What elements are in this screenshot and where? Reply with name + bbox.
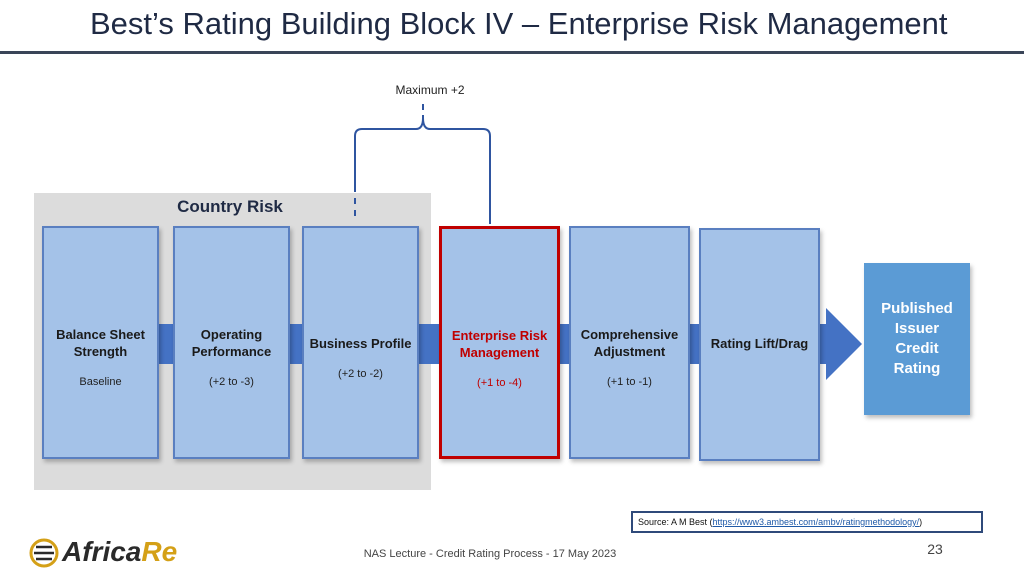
block-name: Rating Lift/Drag (710, 336, 809, 351)
block-operating-performance: Operating Performance (+2 to -3) (173, 226, 290, 459)
block-rating-lift-drag: Rating Lift/Drag (699, 228, 820, 461)
flow-arrow-head (826, 308, 862, 380)
logo-text: AfricaRe (62, 536, 177, 568)
block-comprehensive-adjustment: Comprehensive Adjustment (+1 to -1) (569, 226, 690, 459)
page-number: 23 (927, 541, 943, 557)
title-divider (0, 51, 1024, 54)
block-name: Enterprise Risk Management (451, 328, 548, 360)
published-issuer-credit-rating: Published Issuer Credit Rating (864, 263, 970, 415)
block-name: Balance Sheet Strength (56, 327, 145, 359)
block-range: (+1 to -1) (607, 376, 652, 388)
maximum-label: Maximum +2 (395, 83, 465, 97)
block-range: (+2 to -2) (338, 368, 383, 380)
maximum-brace (354, 117, 491, 224)
block-range: Baseline (79, 376, 122, 388)
logo-emblem-icon (29, 538, 59, 568)
source-suffix: ) (919, 517, 923, 527)
logo-text-accent: Re (141, 536, 178, 567)
slide-title: Best’s Rating Building Block IV – Enterp… (90, 6, 948, 41)
logo-text-main: Africa (62, 536, 142, 567)
footer-lecture: NAS Lecture - Credit Rating Process - 17… (363, 548, 617, 560)
block-range: (+2 to -3) (209, 376, 254, 388)
published-label: Published Issuer Credit Rating (881, 300, 953, 377)
block-name: Operating Performance (191, 327, 272, 359)
block-range: (+1 to -4) (477, 377, 522, 389)
source-prefix: Source: A M Best ( (638, 517, 713, 527)
block-name: Business Profile (309, 336, 412, 351)
africa-re-logo: AfricaRe (28, 533, 188, 573)
source-link[interactable]: https://www3.ambest.com/ambv/ratingmetho… (712, 517, 920, 527)
block-balance-sheet-strength: Balance Sheet Strength Baseline (42, 226, 159, 459)
block-business-profile: Business Profile (+2 to -2) (302, 226, 419, 459)
block-name: Comprehensive Adjustment (580, 327, 679, 359)
country-risk-label: Country Risk (177, 197, 283, 216)
block-enterprise-risk-management: Enterprise Risk Management (+1 to -4) (439, 226, 560, 459)
source-citation: Source: A M Best (https://www3.ambest.co… (631, 511, 983, 533)
